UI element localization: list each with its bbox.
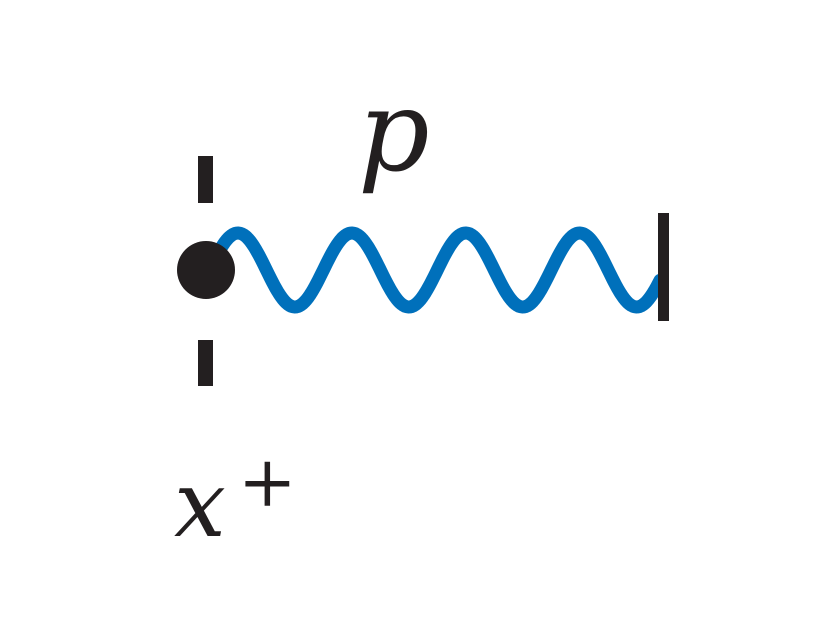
endpoint-bar	[658, 213, 669, 321]
position-superscript: +	[238, 441, 297, 523]
cut-line-upper-dash	[198, 156, 213, 203]
cut-line-lower-dash	[198, 340, 213, 386]
momentum-label: p	[358, 67, 430, 197]
wavy-propagator-line	[211, 226, 667, 314]
position-label: x	[174, 451, 226, 558]
vertex-dot	[177, 241, 235, 299]
